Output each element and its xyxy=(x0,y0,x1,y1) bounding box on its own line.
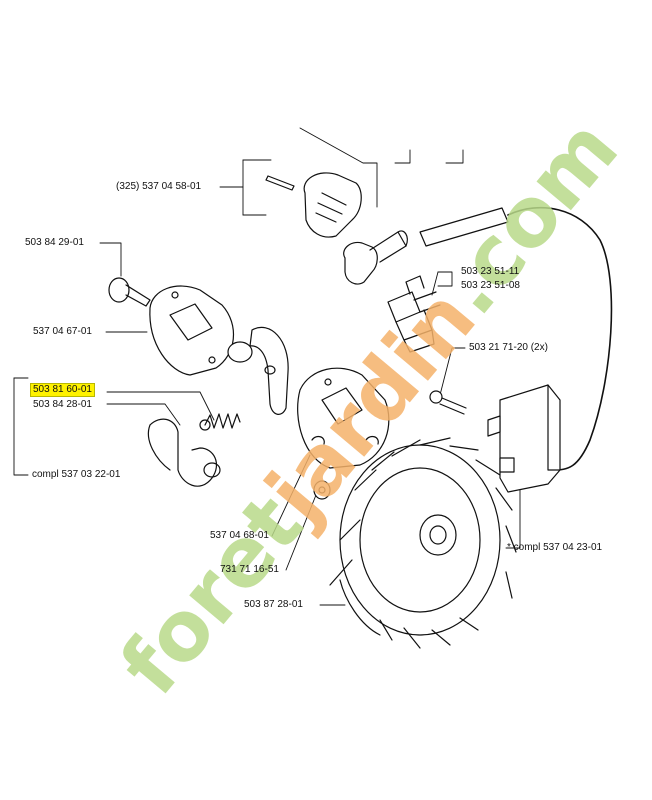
washer-part xyxy=(313,480,331,500)
pawl-upper-part xyxy=(227,326,289,415)
pawl-lower-part xyxy=(147,418,221,487)
label-screw-top: 503 84 29-01 xyxy=(25,237,84,248)
screw-module-part xyxy=(429,390,467,415)
ignition-cap-part xyxy=(265,172,362,238)
label-compl-pawl: compl 537 03 22-01 xyxy=(32,469,121,480)
label-spring-highlighted[interactable]: 503 81 60-01 xyxy=(30,383,95,397)
label-screw-module: 503 21 71-20 (2x) xyxy=(469,342,548,353)
leader-lines xyxy=(13,127,521,606)
label-spark-plug-2: 503 23 51-08 xyxy=(461,280,520,291)
label-ignition-cap: (325) 537 04 58-01 xyxy=(116,181,202,192)
label-pawl: 503 84 28-01 xyxy=(33,399,92,410)
spark-plug-cap-part xyxy=(343,230,408,285)
spring-part xyxy=(199,413,241,431)
label-spark-plug-1: 503 23 51-11 xyxy=(461,266,520,277)
spark-plug-part xyxy=(387,275,441,353)
label-gasket: 537 04 68-01 xyxy=(210,530,269,541)
screw-top-part xyxy=(108,277,151,307)
label-plate: 537 04 67-01 xyxy=(33,326,92,337)
gasket-part xyxy=(297,367,390,469)
label-ignition-module: * compl 537 04 23-01 xyxy=(507,542,603,553)
flywheel-part xyxy=(329,437,517,649)
ignition-cable-part xyxy=(419,207,613,471)
label-flywheel: 503 87 28-01 xyxy=(244,599,303,610)
label-washer: 731 71 16-51 xyxy=(220,564,279,575)
plate-part xyxy=(149,285,235,376)
ignition-module-part xyxy=(487,384,561,493)
